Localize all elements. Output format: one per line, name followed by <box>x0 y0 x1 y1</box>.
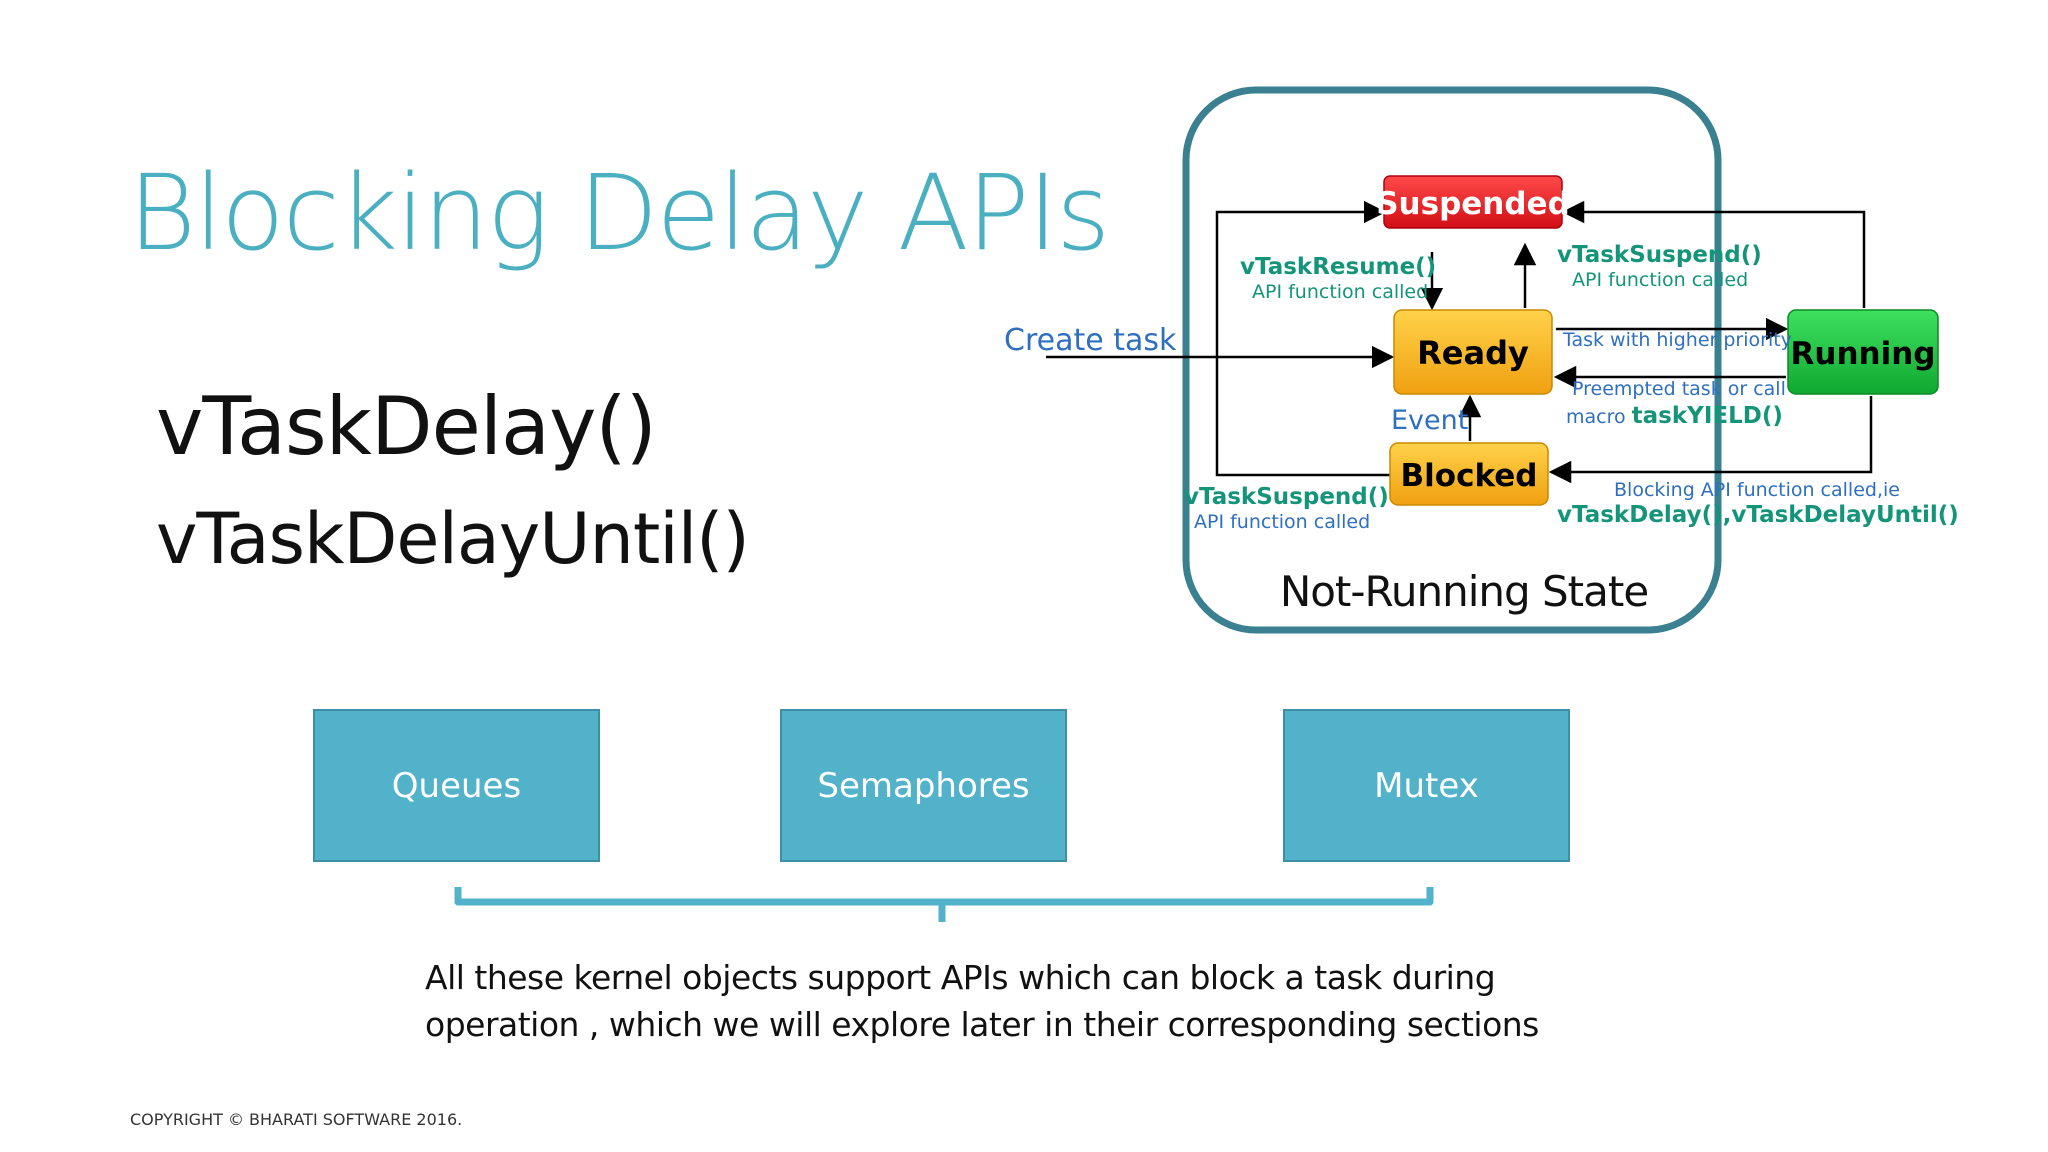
kernel-objects-brace <box>454 887 1434 922</box>
api-vtaskdelayuntil: vTaskDelayUntil() <box>156 498 750 580</box>
state-running-box <box>1787 309 1939 395</box>
label-blocking-fns: vTaskDelay(),vTaskDelayUntil() <box>1557 502 1959 528</box>
state-blocked-label: Blocked <box>1401 458 1538 494</box>
label-vtaskresume-note: API function called <box>1252 281 1428 303</box>
edge-running-to-suspended <box>1561 200 1866 308</box>
api-vtaskdelay: vTaskDelay() <box>156 380 657 473</box>
copyright: COPYRIGHT © BHARATI SOFTWARE 2016. <box>130 1110 463 1129</box>
label-event: Event <box>1391 405 1468 436</box>
svg-text:macro taskYIELD(): macro taskYIELD() <box>1566 403 1783 429</box>
label-not-running-state: Not-Running State <box>1280 567 1648 616</box>
state-ready-label: Ready <box>1417 334 1529 372</box>
label-taskyield: taskYIELD() <box>1632 403 1783 429</box>
label-preempted: Preempted task or call <box>1572 378 1786 400</box>
label-create-task: Create task <box>1004 323 1177 358</box>
state-running-label: Running <box>1791 336 1936 372</box>
label-higher-priority: Task with higher priority <box>1562 329 1792 351</box>
kernel-object-mutex: Mutex <box>1283 709 1570 862</box>
label-vtasksuspend-top: vTaskSuspend() <box>1557 242 1762 268</box>
label-vtasksuspend-top-note: API function called <box>1572 269 1748 291</box>
not-running-group-border <box>1182 86 1722 634</box>
edge-blocked-to-suspended <box>1215 200 1390 477</box>
state-ready-box <box>1393 309 1553 395</box>
caption-line-1: All these kernel objects support APIs wh… <box>425 958 1496 997</box>
label-vtaskresume: vTaskResume() <box>1240 254 1436 280</box>
kernel-object-queues: Queues <box>313 709 600 862</box>
state-suspended-box <box>1383 175 1563 229</box>
label-vtasksuspend-bottom-note: API function called <box>1194 511 1370 533</box>
caption-line-2: operation , which we will explore later … <box>425 1005 1539 1044</box>
state-suspended-label: Suspended <box>1376 186 1570 222</box>
label-blocking-note: Blocking API function called,ie <box>1614 479 1900 501</box>
kernel-object-semaphores: Semaphores <box>780 709 1067 862</box>
state-blocked-box <box>1389 442 1549 506</box>
caption: All these kernel objects support APIs wh… <box>425 954 1625 1048</box>
label-macro-prefix: macro <box>1566 406 1626 428</box>
edge-running-to-blocked <box>1548 396 1873 484</box>
label-vtasksuspend-bottom: vTaskSuspend() <box>1184 484 1389 510</box>
slide-title: Blocking Delay APIs <box>128 152 1110 274</box>
